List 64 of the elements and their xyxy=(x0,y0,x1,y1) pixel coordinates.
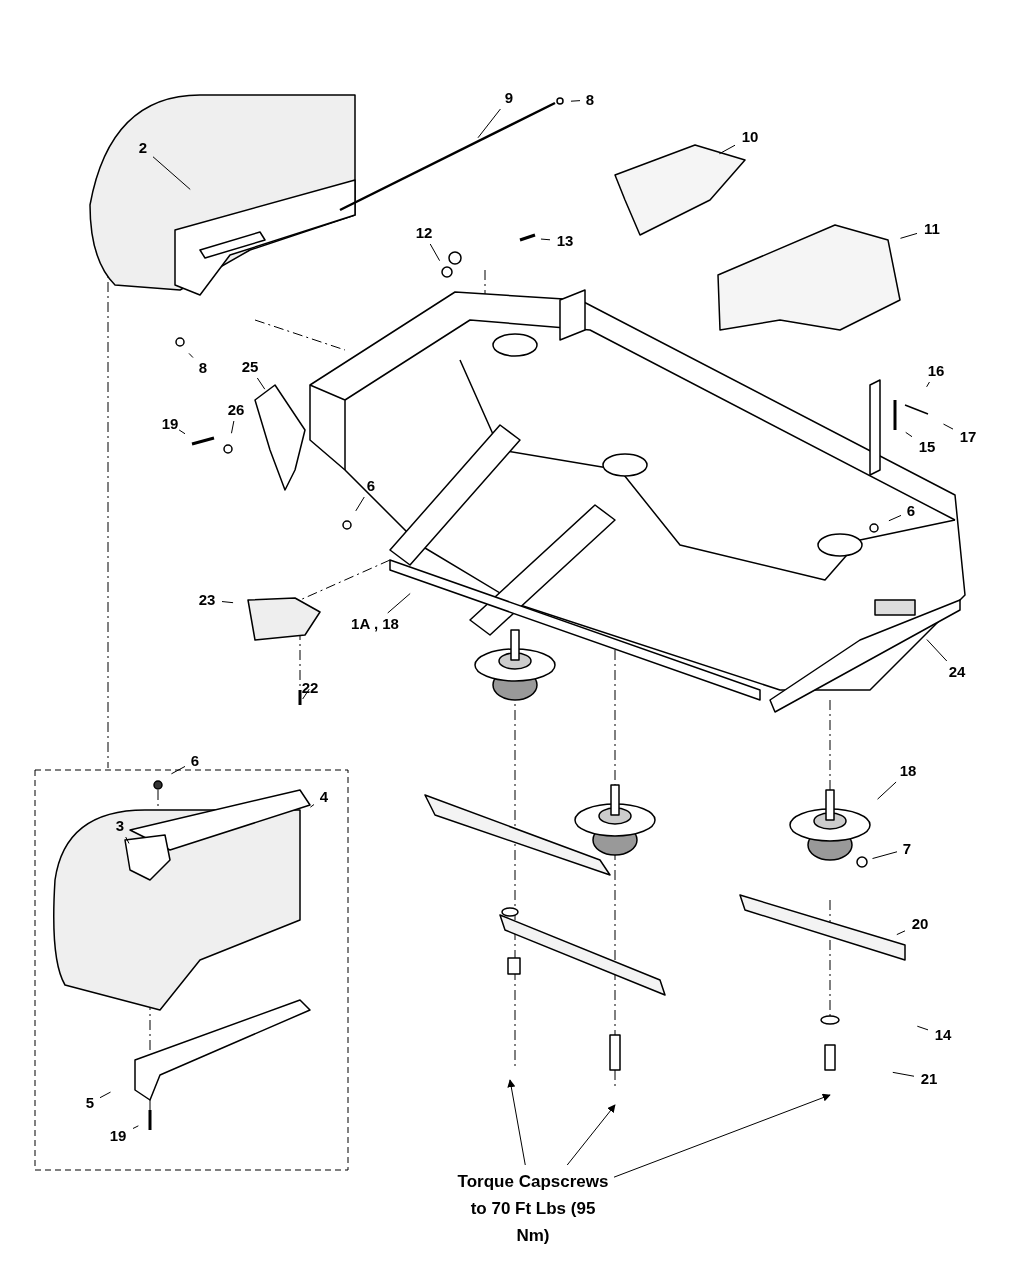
callout-number: 21 xyxy=(915,1069,943,1089)
callout-number: 2 xyxy=(134,138,152,158)
callout-number: 16 xyxy=(922,361,950,381)
leader-line xyxy=(256,377,266,390)
arrow xyxy=(613,1093,831,1178)
leader-line xyxy=(896,930,906,936)
leader-line xyxy=(877,781,897,800)
callout-number: 19 xyxy=(104,1126,132,1146)
leader-line xyxy=(355,496,365,512)
leader-line xyxy=(718,144,736,155)
leader-line xyxy=(302,688,310,700)
callout-number: 17 xyxy=(954,427,982,447)
leader-line xyxy=(888,514,902,522)
torque-note: Torque Capscrews to 70 Ft Lbs (95 Nm) xyxy=(453,1166,613,1250)
leader-line xyxy=(387,593,411,614)
leader-line xyxy=(429,243,441,262)
callout-number: 24 xyxy=(943,662,971,682)
arrow xyxy=(507,1079,526,1166)
leader-line xyxy=(99,1091,111,1099)
callout-number: 10 xyxy=(736,127,764,147)
callout-number: 6 xyxy=(362,476,380,496)
leader-line xyxy=(170,765,186,775)
leader-line xyxy=(905,431,913,438)
callout-number: 19 xyxy=(156,414,184,434)
leader-line xyxy=(899,232,918,239)
callout-number: 8 xyxy=(194,358,212,378)
callout-number: 6 xyxy=(186,751,204,771)
arrow xyxy=(566,1104,616,1166)
leader-line xyxy=(872,851,898,860)
callout-number: 18 xyxy=(894,761,922,781)
leader-line xyxy=(221,601,234,604)
callout-number: 1A , 18 xyxy=(336,614,414,634)
callout-number: 9 xyxy=(500,88,518,108)
callout-number: 4 xyxy=(315,787,333,807)
leader-line xyxy=(231,420,235,434)
callout-number: 22 xyxy=(296,678,324,698)
leader-line xyxy=(188,352,194,359)
leader-line xyxy=(926,639,948,662)
callout-number: 5 xyxy=(81,1093,99,1113)
callout-number: 11 xyxy=(918,219,946,239)
callout-number: 13 xyxy=(551,231,579,251)
callout-number: 7 xyxy=(898,839,916,859)
callout-number: 15 xyxy=(913,437,941,457)
leader-line xyxy=(125,836,130,844)
leader-line xyxy=(540,238,551,241)
callout-number: 20 xyxy=(906,914,934,934)
leader-line xyxy=(309,804,315,808)
callout-number: 12 xyxy=(410,223,438,243)
leader-line xyxy=(916,1025,929,1031)
callout-number: 6 xyxy=(902,501,920,521)
callout-number: 25 xyxy=(236,357,264,377)
callout-number: 23 xyxy=(193,590,221,610)
leader-line xyxy=(570,100,581,102)
leader-line xyxy=(178,429,186,435)
callout-number: 14 xyxy=(929,1025,957,1045)
leader-line xyxy=(477,108,501,139)
leader-line xyxy=(943,423,954,430)
leader-line xyxy=(926,381,930,388)
callout-number: 3 xyxy=(111,816,129,836)
callout-number: 26 xyxy=(222,400,250,420)
leader-line xyxy=(892,1071,915,1077)
leader-line xyxy=(152,156,191,190)
leader-line xyxy=(132,1125,139,1129)
callout-number: 8 xyxy=(581,90,599,110)
